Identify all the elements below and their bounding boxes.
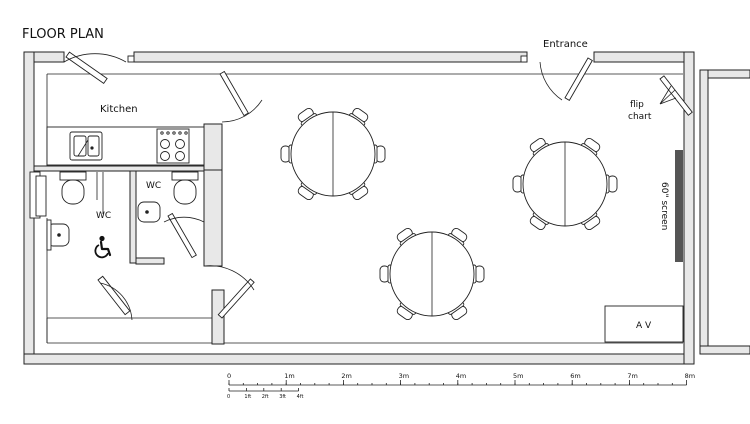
flip-chart-label-line2: chart xyxy=(628,112,652,122)
wc-door xyxy=(163,212,205,259)
basin-small xyxy=(137,201,161,223)
av-label: A V xyxy=(636,321,652,331)
table-3 xyxy=(379,227,485,321)
entrance-door xyxy=(539,57,593,101)
table-1 xyxy=(280,107,386,201)
kitchen-sink xyxy=(69,131,103,161)
main-lower-door xyxy=(203,265,255,319)
scale-label-ft: 0 xyxy=(227,394,230,400)
kitchen-fixtures xyxy=(69,128,190,164)
screen-label: 60" screen xyxy=(659,182,669,230)
kitchen-main-door xyxy=(219,70,263,123)
wc-accessible-label: WC xyxy=(96,211,111,221)
outer-walls xyxy=(23,51,750,365)
wc-small-label: WC xyxy=(146,181,161,191)
scale-label-m: 3m xyxy=(399,372,409,380)
wc-fixtures xyxy=(46,171,199,251)
scale-label-ft: 4ft xyxy=(297,394,304,400)
scale-label-m: 4m xyxy=(456,372,466,380)
wheelchair-icon xyxy=(94,235,112,259)
scale-label-m: 2m xyxy=(341,372,351,380)
kitchen-label: Kitchen xyxy=(100,104,138,115)
scale-label-m: 0 xyxy=(227,372,231,380)
scale-label-ft: 1ft xyxy=(244,394,251,400)
floor-plan-title: FLOOR PLAN xyxy=(22,27,104,42)
flip-chart-icon xyxy=(659,75,693,116)
scale-label-m: 1m xyxy=(284,372,294,380)
scale-label-ft: 2ft xyxy=(262,394,269,400)
round-tables xyxy=(280,107,618,321)
scale-label-m: 7m xyxy=(627,372,637,380)
tv-screen xyxy=(675,150,683,262)
scale-label-m: 5m xyxy=(513,372,523,380)
stove xyxy=(156,128,190,164)
scale-label-m: 8m xyxy=(685,372,695,380)
accessible-wc-door xyxy=(97,275,133,321)
table-2 xyxy=(512,137,618,231)
flip-chart-label-line1: flip xyxy=(630,100,644,110)
toilet-small xyxy=(171,171,199,205)
scale-bar: 0 1m 2m 3m 4m 5m 6m 7m 8m 0 1ft 2ft 3ft 4ft xyxy=(227,372,695,400)
entrance-label: Entrance xyxy=(543,39,588,50)
scale-label-m: 6m xyxy=(570,372,580,380)
scale-label-ft: 3ft xyxy=(279,394,286,400)
doors xyxy=(63,51,593,321)
toilet-accessible xyxy=(59,171,87,205)
av-cabinet xyxy=(604,305,684,343)
kitchen-top-door xyxy=(63,51,127,85)
